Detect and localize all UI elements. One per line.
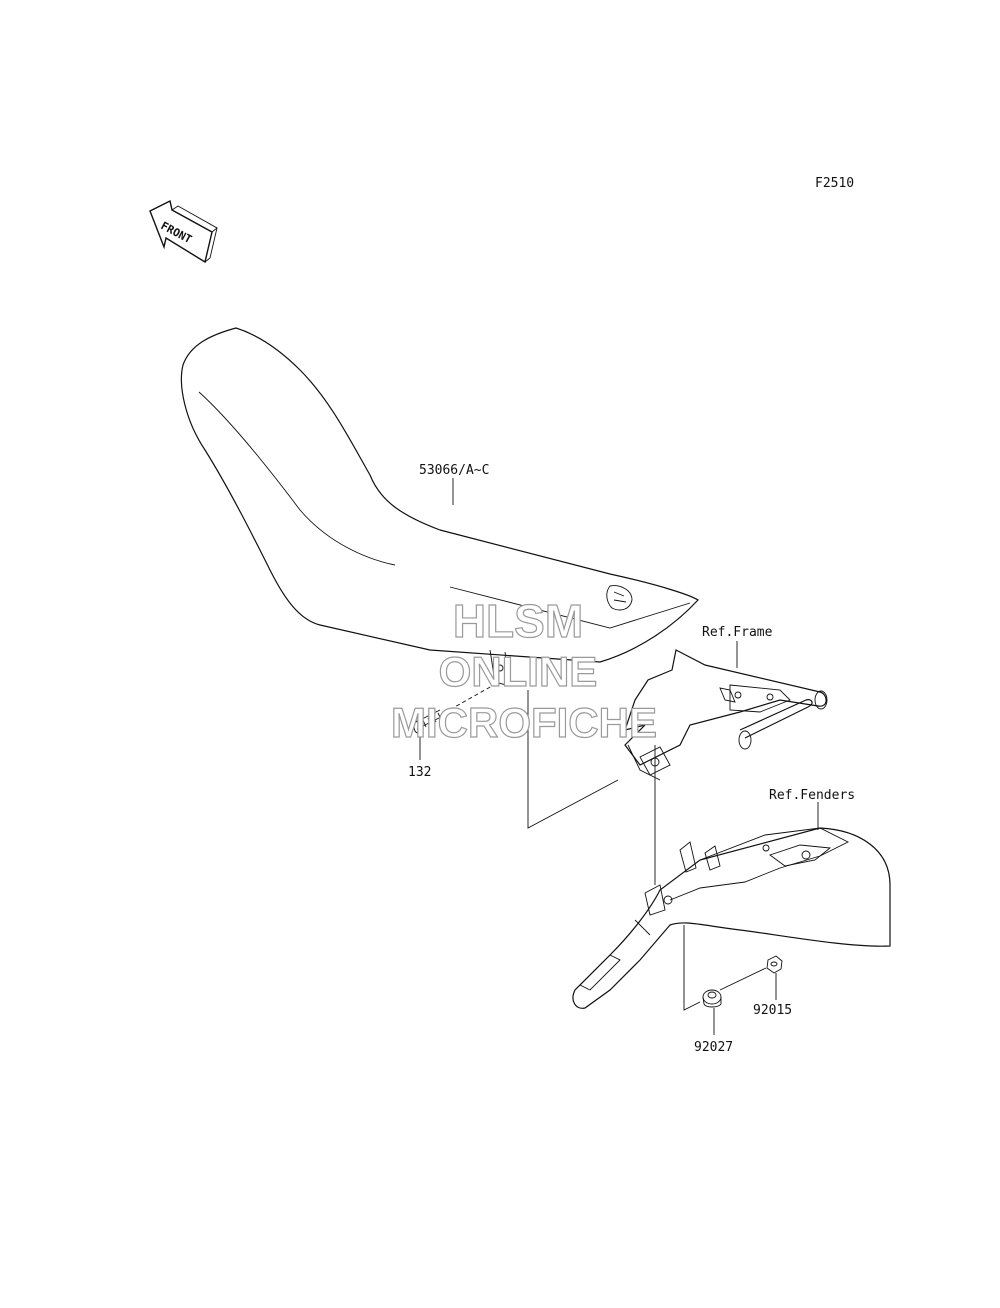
- frame-reference-label: Ref.Frame: [702, 625, 773, 640]
- diagram-id-label: F2510: [815, 176, 854, 191]
- seat-part: [180, 327, 699, 687]
- watermark-line-2: ONLINE: [439, 648, 598, 695]
- seat-guide-line: [527, 690, 619, 829]
- bolt-part: [413, 685, 493, 734]
- bolt-part-number: 132: [408, 765, 431, 780]
- collar-part: [702, 989, 722, 1008]
- fender-part: [572, 827, 891, 1009]
- nut-part: [719, 955, 783, 991]
- fenders-reference-label: Ref.Fenders: [769, 788, 855, 803]
- frame-part: [624, 649, 828, 781]
- watermark: HLSM ONLINE MICROFICHE: [390, 594, 657, 746]
- nut-part-number: 92015: [753, 1003, 792, 1018]
- watermark-line-1: HLSM: [453, 595, 583, 647]
- seat-part-number: 53066/A~C: [419, 463, 489, 478]
- collar-guide-line: [683, 925, 701, 1011]
- collar-part-number: 92027: [694, 1040, 733, 1055]
- front-arrow-icon: FRONT: [149, 199, 218, 264]
- watermark-line-3: MICROFICHE: [391, 699, 657, 746]
